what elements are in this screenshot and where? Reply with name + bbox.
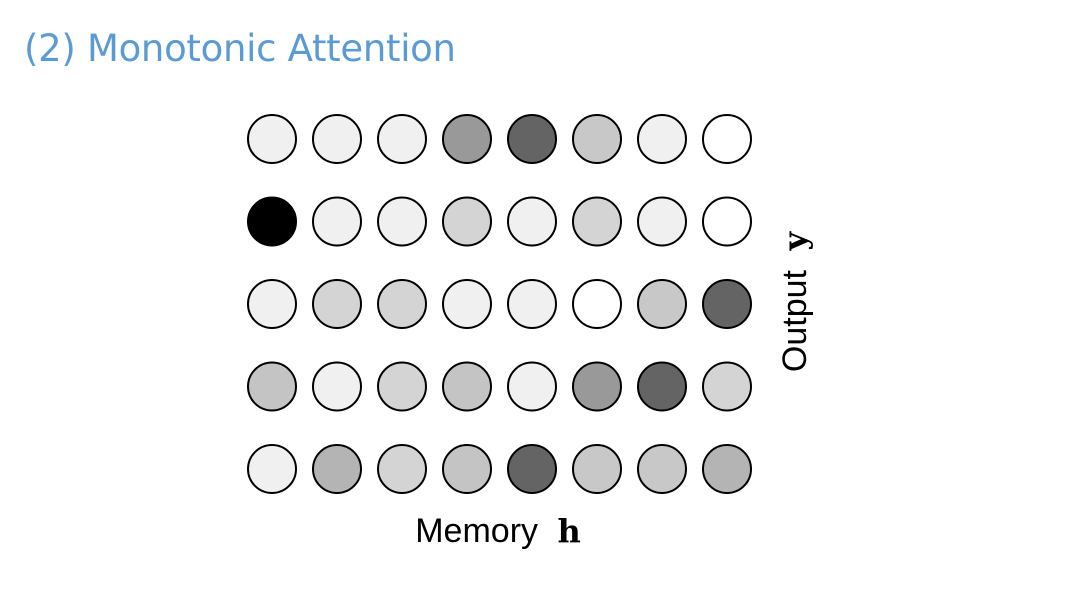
attention-cell-r2-c6 bbox=[572, 196, 622, 247]
attention-cell-r5-c8 bbox=[702, 444, 752, 494]
y-axis-label: Output y bbox=[776, 231, 814, 373]
attention-cell-r4-c6 bbox=[572, 361, 622, 412]
x-axis-label: Memory h bbox=[415, 512, 581, 550]
attention-cell-r1-c3 bbox=[377, 114, 427, 164]
attention-cell-r5-c2 bbox=[312, 444, 362, 494]
attention-cell-r1-c4 bbox=[442, 114, 492, 164]
attention-cell-r2-c3 bbox=[377, 196, 427, 247]
attention-cell-r5-c1 bbox=[247, 444, 297, 494]
attention-cell-r4-c1 bbox=[247, 361, 297, 412]
attention-cell-r1-c2 bbox=[312, 114, 362, 164]
attention-cell-r2-c4 bbox=[442, 196, 492, 247]
attention-cell-r4-c7 bbox=[637, 361, 687, 412]
attention-cell-r2-c2 bbox=[312, 196, 362, 247]
attention-cell-r2-c8 bbox=[702, 196, 752, 247]
attention-cell-r3-c5 bbox=[507, 279, 557, 329]
attention-cell-r4-c2 bbox=[312, 361, 362, 412]
attention-cell-r2-c5 bbox=[507, 196, 557, 247]
attention-cell-r5-c7 bbox=[637, 444, 687, 494]
slide-title: (2) Monotonic Attention bbox=[24, 27, 456, 70]
attention-cell-r4-c8 bbox=[702, 361, 752, 412]
attention-cell-r5-c4 bbox=[442, 444, 492, 494]
attention-cell-r2-c7 bbox=[637, 196, 687, 247]
attention-cell-r3-c4 bbox=[442, 279, 492, 329]
attention-cell-r1-c7 bbox=[637, 114, 687, 164]
attention-cell-r4-c4 bbox=[442, 361, 492, 412]
attention-cell-r3-c3 bbox=[377, 279, 427, 329]
attention-cell-r4-c3 bbox=[377, 361, 427, 412]
attention-cell-r3-c1 bbox=[247, 279, 297, 329]
attention-cell-r1-c5 bbox=[507, 114, 557, 164]
attention-cell-r5-c5 bbox=[507, 444, 557, 494]
attention-grid bbox=[247, 114, 752, 494]
attention-cell-r3-c7 bbox=[637, 279, 687, 329]
attention-cell-r3-c8 bbox=[702, 279, 752, 329]
attention-cell-r4-c5 bbox=[507, 361, 557, 412]
attention-cell-r1-c8 bbox=[702, 114, 752, 164]
attention-cell-r1-c1 bbox=[247, 114, 297, 164]
attention-cell-r3-c2 bbox=[312, 279, 362, 329]
attention-cell-r5-c3 bbox=[377, 444, 427, 494]
attention-cell-r1-c6 bbox=[572, 114, 622, 164]
attention-cell-r5-c6 bbox=[572, 444, 622, 494]
x-axis-symbol: h bbox=[557, 512, 580, 550]
attention-cell-r3-c6 bbox=[572, 279, 622, 329]
x-axis-label-text: Memory bbox=[415, 512, 538, 550]
y-axis-symbol: y bbox=[776, 231, 814, 252]
y-axis-label-text: Output bbox=[776, 269, 814, 372]
attention-cell-r2-c1 bbox=[247, 196, 297, 247]
